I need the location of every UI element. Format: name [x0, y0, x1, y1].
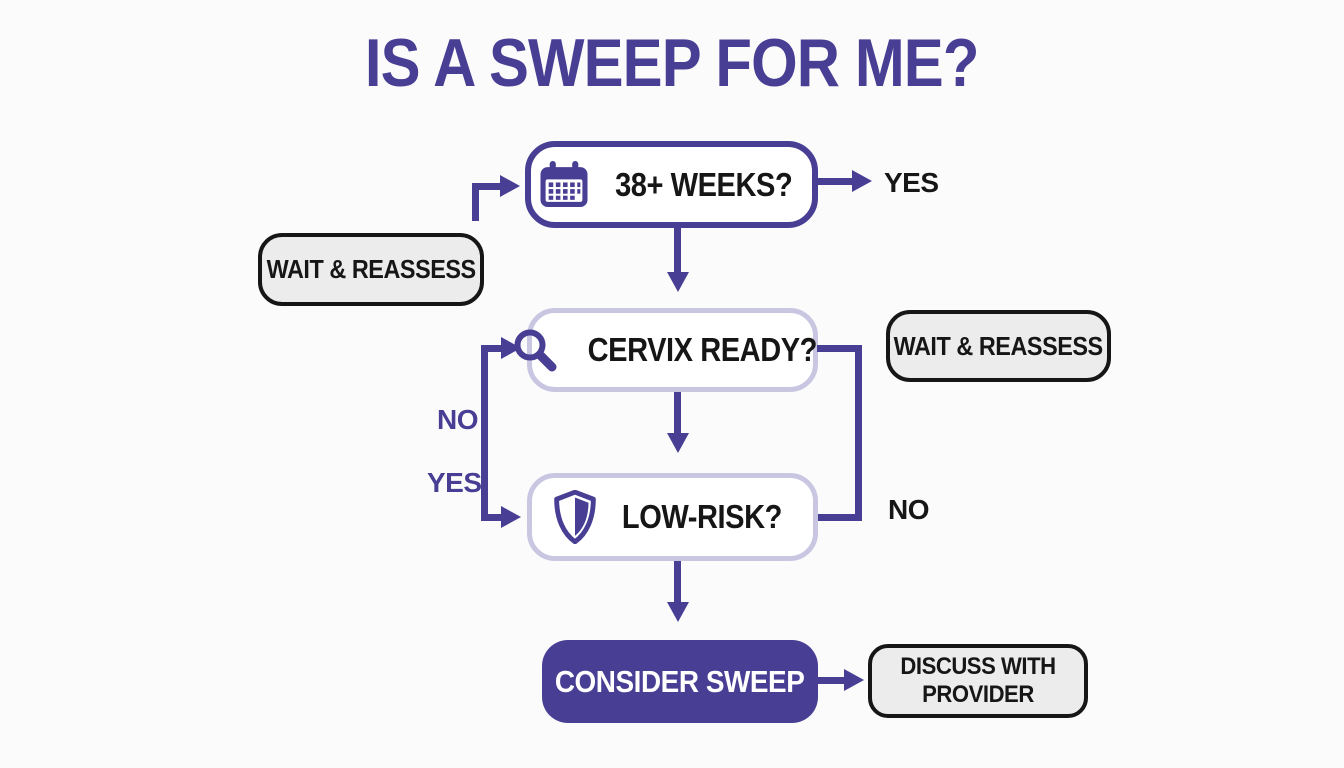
connector-weeks-yes-arrowhead [852, 170, 872, 192]
connector-weeks-cervix-arrowhead [667, 272, 689, 292]
connector-right-bracket-top-hline [817, 345, 862, 352]
box-discuss-with-provider-label: DISCUSS WITH PROVIDER [900, 653, 1056, 708]
connector-lowrisk-consider-vline [674, 561, 681, 602]
edge-label-no-left: NO [437, 404, 479, 435]
shield-icon [553, 490, 596, 544]
node-38-weeks-label: 38+ WEEKS? [614, 165, 793, 203]
edge-label-no-right: NO [888, 494, 930, 525]
edge-label-yes-top: YES [884, 167, 939, 198]
box-discuss-with-provider: DISCUSS WITH PROVIDER [868, 644, 1088, 718]
magnifier-icon [514, 329, 557, 372]
connector-consider-discuss-arrowhead [844, 669, 864, 691]
node-cervix-ready: CERVIX READY? [514, 308, 818, 392]
connector-weeks-yes-hline [818, 178, 854, 185]
edge-label-yes-left: YES [427, 467, 482, 498]
connector-consider-discuss-hline [818, 677, 846, 684]
node-consider-sweep: CONSIDER SWEEP [542, 640, 818, 723]
calendar-icon [540, 161, 588, 207]
page-title-text: IS A SWEEP FOR ME? [365, 25, 980, 101]
connector-left-rail-vline [481, 345, 488, 521]
connector-left-rail-bottom-hline [481, 514, 503, 521]
box-wait-reassess-left: WAIT & REASSESS [258, 233, 484, 306]
connector-cervix-lowrisk-vline [674, 392, 681, 433]
page-title: IS A SWEEP FOR ME? [0, 24, 1344, 102]
box-wait-reassess-right: WAIT & REASSESS [886, 310, 1111, 382]
connector-waitleft-weeks-vline [472, 183, 479, 221]
box-wait-reassess-right-label: WAIT & REASSESS [893, 330, 1104, 361]
connector-waitleft-weeks-hline [472, 183, 502, 190]
box-wait-reassess-left-label: WAIT & REASSESS [266, 254, 476, 284]
connector-right-bracket-bottom-hline [817, 514, 862, 521]
connector-cervix-lowrisk-arrowhead [667, 433, 689, 453]
connector-lowrisk-consider-arrowhead [667, 602, 689, 622]
connector-waitleft-weeks-arrowhead [500, 175, 520, 197]
connector-weeks-cervix-vline [674, 228, 681, 272]
node-consider-sweep-label: CONSIDER SWEEP [555, 663, 805, 699]
connector-right-bracket-vline [855, 345, 862, 521]
node-low-risk-label: LOW-RISK? [621, 498, 782, 535]
node-low-risk: LOW-RISK? [527, 473, 818, 561]
node-cervix-ready-label: CERVIX READY? [587, 331, 818, 368]
node-38-weeks: 38+ WEEKS? [525, 141, 818, 228]
connector-left-rail-top-hline [481, 345, 503, 352]
connector-left-rail-bottom-arrowhead [501, 506, 521, 528]
